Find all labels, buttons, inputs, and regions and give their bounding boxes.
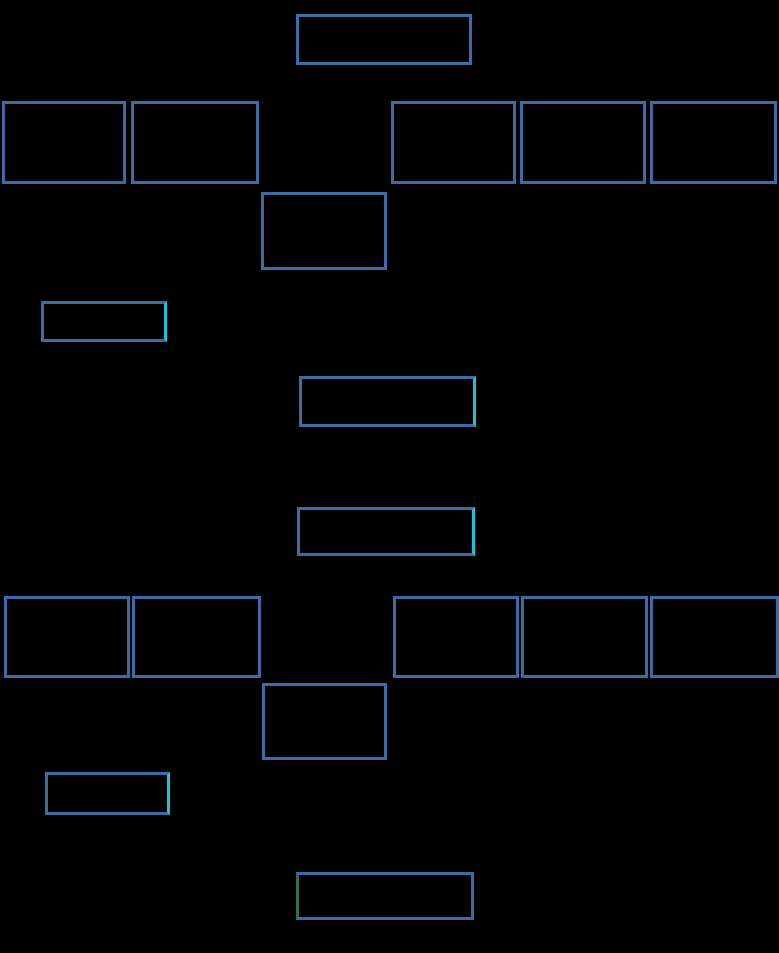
bbox-row3-left-small[interactable] — [41, 301, 167, 342]
bbox-row5-center[interactable] — [297, 507, 475, 556]
bbox-header-region[interactable] — [296, 14, 472, 65]
bbox-row4-center[interactable] — [299, 376, 476, 427]
bbox-footer-region[interactable] — [296, 872, 474, 920]
bbox-row1-cell4[interactable] — [520, 101, 646, 184]
bbox-row1-cell3[interactable] — [391, 101, 516, 184]
bbox-row2-center[interactable] — [261, 192, 387, 270]
bbox-row6-cell4[interactable] — [521, 596, 648, 678]
bbox-row6-cell3[interactable] — [393, 596, 519, 678]
bbox-row1-cell5[interactable] — [650, 101, 777, 184]
bbox-row7-center[interactable] — [262, 683, 387, 760]
bbox-row1-cell1[interactable] — [2, 101, 126, 184]
bbox-row8-left-small[interactable] — [45, 772, 170, 815]
bbox-row1-cell2[interactable] — [131, 101, 259, 184]
bbox-row6-cell2[interactable] — [132, 596, 261, 678]
bbox-row6-cell5[interactable] — [650, 596, 779, 678]
bbox-row6-cell1[interactable] — [4, 596, 130, 678]
